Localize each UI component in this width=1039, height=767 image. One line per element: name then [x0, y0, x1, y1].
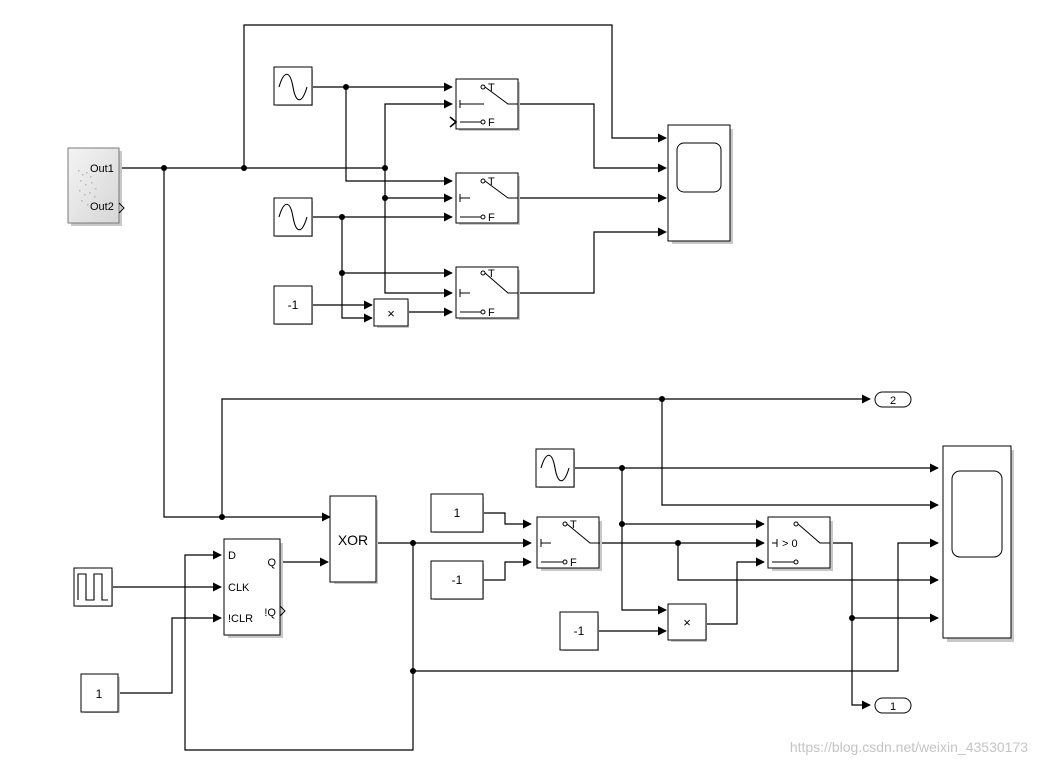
d-flipflop-block[interactable]: D CLK !CLR Q !Q — [223, 538, 286, 638]
switch-block-1[interactable]: T F — [449, 78, 520, 131]
switch-block-3[interactable]: T F — [455, 266, 520, 320]
switch-contact-icon — [797, 523, 830, 544]
switch-false-label: F — [488, 212, 495, 224]
product-block-bottom[interactable]: × — [667, 603, 707, 642]
sine-wave-block-1[interactable] — [273, 66, 313, 106]
switch-contact-icon — [484, 180, 518, 199]
constant-value: 1 — [454, 506, 461, 520]
constant-value: -1 — [288, 298, 299, 312]
subsystem-block[interactable]: Out1 Out2 — [67, 147, 125, 226]
pulse-generator-block[interactable] — [73, 567, 113, 607]
switch-contact-icon — [566, 523, 600, 544]
outport-number: 1 — [890, 701, 896, 713]
switch-block-a[interactable]: T F — [536, 516, 602, 571]
switch-block-2[interactable]: T F — [455, 172, 520, 225]
pulse-icon — [77, 573, 108, 601]
outport-2[interactable]: 2 — [874, 391, 912, 408]
switch-false-label: F — [570, 557, 577, 569]
flipflop-clk-port: CLK — [228, 582, 250, 594]
multiply-icon: × — [683, 615, 691, 630]
bottom-wires — [113, 463, 939, 751]
flipflop-q-port: Q — [267, 557, 276, 569]
constant-value: -1 — [574, 624, 585, 638]
switch-false-label: F — [488, 117, 495, 129]
constant-value: -1 — [452, 573, 463, 587]
constant-block-neg1-mid[interactable]: -1 — [430, 560, 484, 600]
product-block-top[interactable]: × — [373, 298, 409, 328]
flipflop-clr-port: !CLR — [228, 613, 253, 625]
constant-block-1-mid[interactable]: 1 — [430, 493, 484, 533]
input-chevron-icon — [449, 116, 458, 128]
scope-block-top[interactable] — [667, 124, 733, 244]
multiply-icon: × — [387, 306, 395, 321]
sine-wave-block-2[interactable] — [273, 197, 313, 237]
sine-icon — [540, 454, 570, 482]
scope-screen-icon — [676, 142, 722, 193]
flipflop-nq-port: !Q — [264, 607, 276, 619]
top-wires — [120, 24, 939, 522]
switch-true-label: T — [488, 176, 495, 188]
scope-block-bottom[interactable] — [942, 445, 1014, 642]
out2-port-chevron-icon — [118, 202, 125, 214]
xor-label: XOR — [338, 532, 368, 548]
watermark-text: https://blog.csdn.net/weixin_43530173 — [790, 739, 1028, 755]
outport-1[interactable]: 1 — [874, 697, 912, 714]
xor-logic-block[interactable]: XOR — [329, 495, 378, 584]
nq-port-chevron-icon — [279, 605, 286, 617]
switch-block-b[interactable]: > 0 — [767, 516, 833, 571]
switch-true-label: T — [570, 519, 577, 531]
flipflop-d-port: D — [228, 550, 236, 562]
sine-icon — [278, 203, 308, 231]
constant-block-1-left[interactable]: 1 — [80, 673, 120, 713]
switch-false-label: F — [488, 307, 495, 319]
scope-screen-icon — [951, 470, 1003, 558]
switch-true-label: T — [488, 82, 495, 94]
constant-block-neg1-top[interactable]: -1 — [273, 285, 313, 325]
constant-value: 1 — [96, 687, 103, 701]
outport-number: 2 — [890, 395, 896, 407]
switch-contact-icon — [484, 86, 518, 105]
switch-true-label: T — [488, 268, 495, 280]
subsystem-dotted-icon — [78, 170, 97, 206]
switch-threshold-label: > 0 — [782, 538, 798, 550]
subsystem-out1-label: Out1 — [90, 163, 114, 175]
sine-icon — [278, 73, 308, 101]
switch-contact-icon — [484, 272, 518, 294]
constant-block-neg1-bottom[interactable]: -1 — [559, 611, 599, 651]
sine-wave-block-3[interactable] — [535, 448, 575, 488]
subsystem-out2-label: Out2 — [90, 201, 114, 213]
junction-dots — [161, 84, 855, 674]
